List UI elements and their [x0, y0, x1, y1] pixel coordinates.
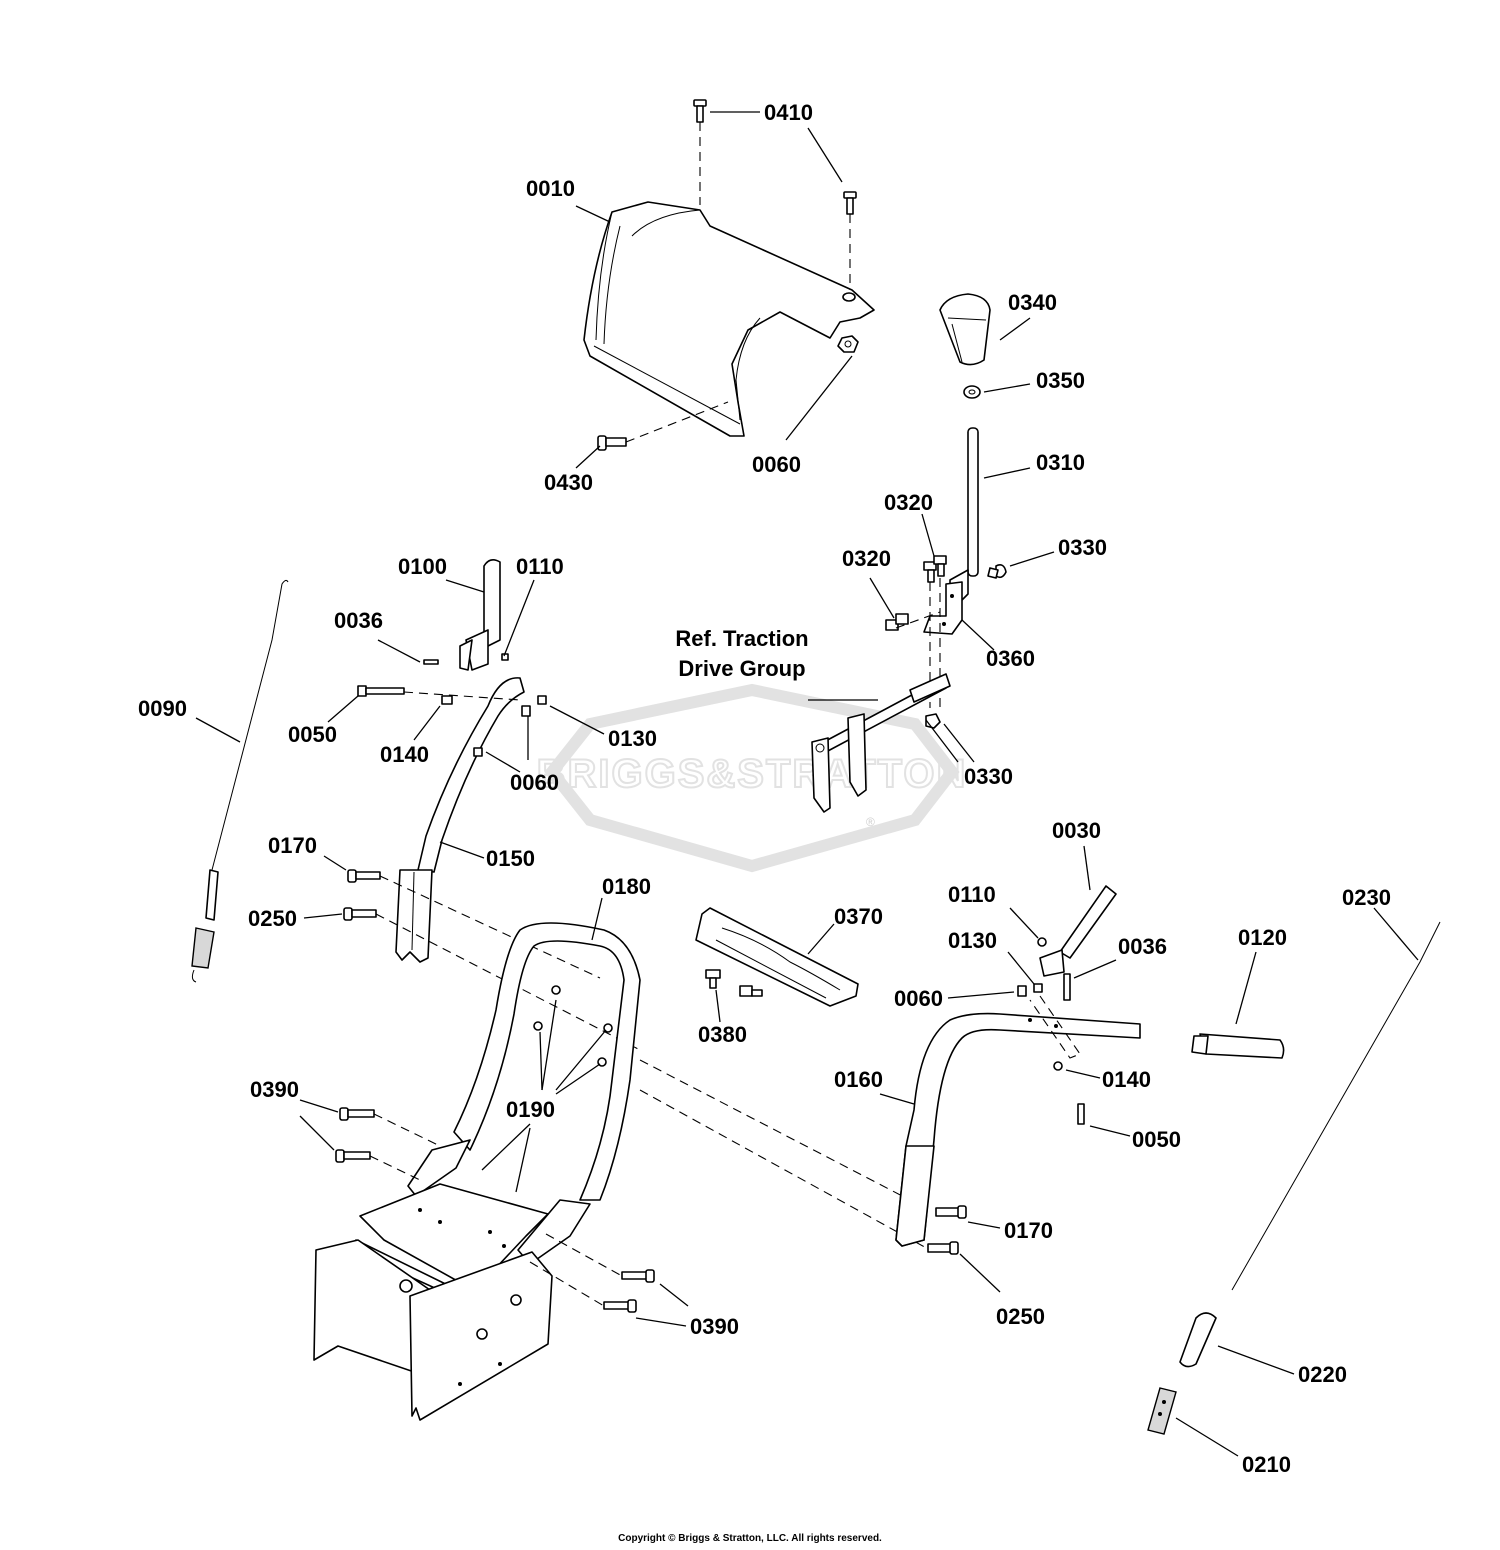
bolt-0410-top	[693, 99, 707, 123]
callout-0050-right: 0050	[1132, 1127, 1181, 1152]
callout-0060-left: 0060	[510, 770, 559, 795]
chassis	[313, 1183, 553, 1421]
callout-labels: 0410 0010 0340 0350 0310 0060 0430 0320 …	[138, 100, 1391, 1477]
nut-0060-top	[837, 335, 859, 353]
cable-0090	[191, 579, 289, 983]
callout-0060-cover: 0060	[752, 452, 801, 477]
leader-lines	[195, 111, 1419, 1457]
bolt-0250-right	[927, 1241, 959, 1255]
callout-0160: 0160	[834, 1067, 883, 1092]
bolt-0410-right	[843, 191, 857, 215]
bolts-0390-right	[603, 1269, 655, 1313]
callout-0340: 0340	[1008, 290, 1057, 315]
lower-handle	[407, 922, 641, 1265]
callout-0390-right: 0390	[690, 1314, 739, 1339]
callout-0390-left: 0390	[250, 1077, 299, 1102]
copyright-notice: Copyright © Briggs & Stratton, LLC. All …	[618, 1533, 882, 1544]
callout-0180: 0180	[602, 874, 651, 899]
callout-0060-right: 0060	[894, 986, 943, 1011]
cable-0230	[1147, 921, 1441, 1435]
ref-traction-line2: Drive Group	[678, 656, 805, 681]
callout-0150: 0150	[486, 846, 535, 871]
watermark-logo: BRIGGS&STRATTON ®	[536, 683, 968, 873]
traction-drive-shaft	[811, 673, 951, 813]
callout-0090: 0090	[138, 696, 187, 721]
grip-0100	[459, 558, 501, 671]
callout-0320-lower: 0320	[842, 546, 891, 571]
right-upper-handle	[895, 1012, 1141, 1247]
callout-0310: 0310	[1036, 450, 1085, 475]
callout-0430: 0430	[544, 470, 593, 495]
callout-0120: 0120	[1238, 925, 1287, 950]
watermark-registered: ®	[866, 815, 875, 829]
watermark-text: BRIGGS&STRATTON	[537, 752, 968, 796]
callout-0170-left: 0170	[268, 833, 317, 858]
callout-0380: 0380	[698, 1022, 747, 1047]
shift-rod	[949, 427, 979, 605]
callout-0230: 0230	[1342, 885, 1391, 910]
bolts-0380	[705, 969, 763, 997]
callout-0210: 0210	[1242, 1452, 1291, 1477]
callout-0050-left: 0050	[288, 722, 337, 747]
bracket-0360	[923, 581, 963, 635]
callout-0330-lower: 0330	[964, 764, 1013, 789]
bolt-0250-left	[343, 907, 377, 921]
left-hardware	[357, 653, 547, 757]
grip-0120	[1191, 1033, 1285, 1059]
callout-0350: 0350	[1036, 368, 1085, 393]
bolt-0170-left	[347, 869, 381, 883]
callout-0140-right: 0140	[1102, 1067, 1151, 1092]
callout-0220: 0220	[1298, 1362, 1347, 1387]
left-upper-handle	[395, 677, 525, 963]
callout-0250-right: 0250	[996, 1304, 1045, 1329]
ref-traction-line1: Ref. Traction	[675, 626, 808, 651]
bolts-0320	[885, 555, 947, 631]
dash-cover	[583, 201, 875, 437]
callout-0030: 0030	[1052, 818, 1101, 843]
callout-0190: 0190	[506, 1097, 555, 1122]
callout-0010: 0010	[526, 176, 575, 201]
callout-0360: 0360	[986, 646, 1035, 671]
callout-0130-left: 0130	[608, 726, 657, 751]
callout-0370: 0370	[834, 904, 883, 929]
speed-plate	[695, 907, 859, 1007]
bolt-0430	[597, 435, 627, 451]
callout-0410: 0410	[764, 100, 813, 125]
clip-0330-upper	[987, 564, 1007, 579]
lever-0030	[1039, 885, 1117, 977]
washer-0350	[963, 385, 981, 399]
callout-0110-left: 0110	[516, 554, 564, 579]
callout-0100: 0100	[398, 554, 447, 579]
callout-0130-right: 0130	[948, 928, 997, 953]
nut-0330-lower	[925, 713, 941, 729]
callout-0110-right: 0110	[948, 882, 996, 907]
shift-knob	[939, 293, 991, 366]
callout-0250-left: 0250	[248, 906, 297, 931]
bolts-0390-left	[335, 1107, 375, 1163]
bolt-0170-right	[935, 1205, 967, 1219]
callout-0330-upper: 0330	[1058, 535, 1107, 560]
callout-0036-left: 0036	[334, 608, 383, 633]
callout-0320-upper: 0320	[884, 490, 933, 515]
callout-0140-left: 0140	[380, 742, 429, 767]
callout-0170-right: 0170	[1004, 1218, 1053, 1243]
right-hardware	[1017, 937, 1085, 1125]
callout-0036-right: 0036	[1118, 934, 1167, 959]
